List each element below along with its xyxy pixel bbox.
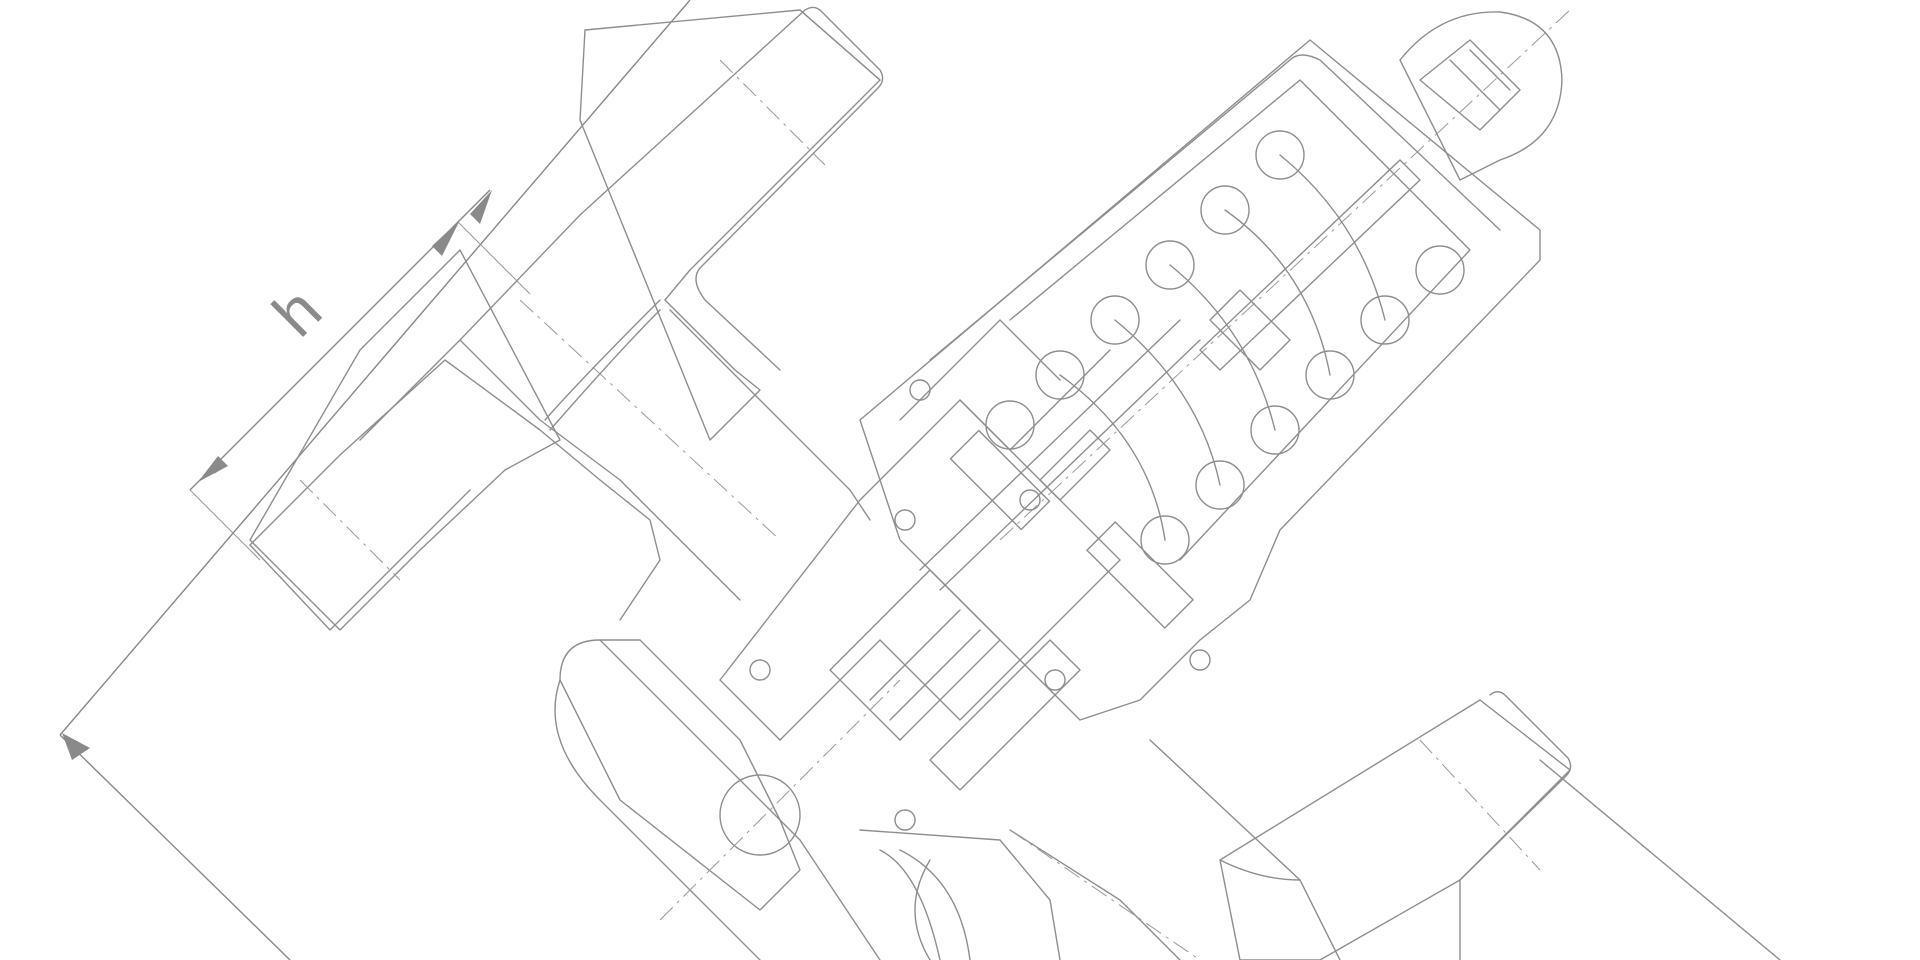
- spring-coil: [1195, 460, 1245, 510]
- spring-coil: [1140, 515, 1190, 565]
- lower-circle-port: [719, 774, 801, 856]
- right-lower-flange: [1149, 691, 1781, 960]
- pipe-body: [359, 214, 871, 601]
- spring-coil: [1035, 350, 1085, 400]
- spring-coil: [1200, 185, 1250, 235]
- spring-coil: [1090, 295, 1140, 345]
- dimension-extension-a: [189, 489, 261, 561]
- dimension-h: h: [59, 0, 691, 960]
- top-knob: [1399, 11, 1563, 181]
- left-lower-flange: [249, 249, 661, 631]
- spring-coil: [1255, 130, 1305, 180]
- dimension-extension-line-long: [59, 0, 691, 736]
- dimension-label-h: h: [259, 274, 335, 350]
- lower-housing: [554, 639, 1181, 960]
- dimension-arrow-upper-b: [470, 190, 492, 224]
- dimension-arrow-lower-head: [198, 456, 228, 482]
- dimension-extension-b: [457, 221, 531, 295]
- spring-coil: [1305, 350, 1355, 400]
- outlet-spout: [859, 829, 1201, 960]
- spring-coil: [1360, 295, 1410, 345]
- spring-coil: [985, 400, 1035, 450]
- spring-coil: [1145, 240, 1195, 290]
- valve-seat-assembly: [719, 319, 1211, 831]
- valve-stem: [919, 159, 1421, 591]
- spring-coil: [1250, 405, 1300, 455]
- dimension-arrow-upper-a: [432, 220, 460, 256]
- spring-coil: [1415, 245, 1465, 295]
- dimension-extension-bottom: [59, 734, 291, 960]
- left-upper-flange: [579, 6, 884, 441]
- dimension-arrow-bottom: [62, 733, 90, 760]
- spring-coils: [985, 130, 1465, 565]
